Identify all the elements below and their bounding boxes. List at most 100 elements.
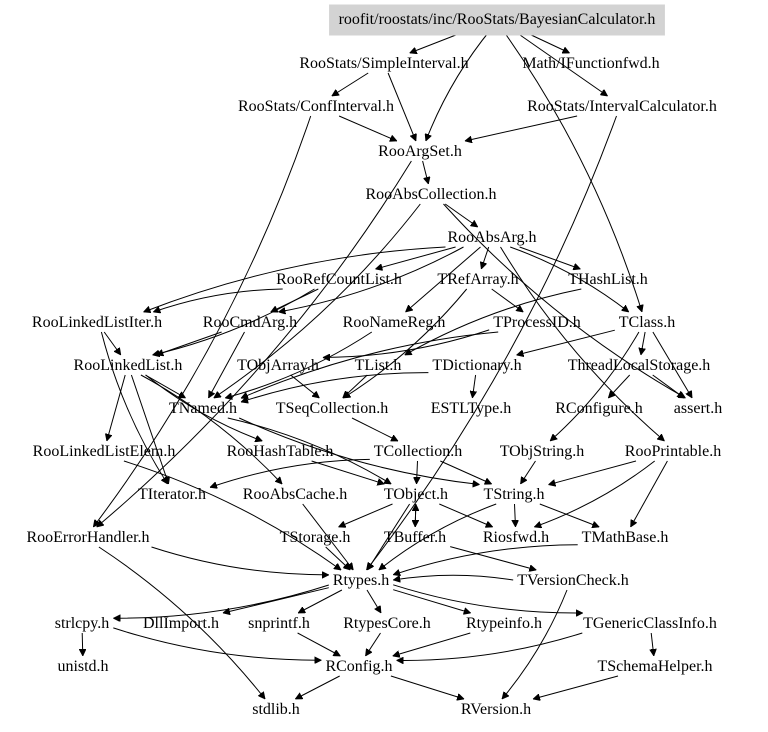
edge-IntervalCalculator-to-Rtypes [367,115,617,570]
edge-ConfInterval-to-RooArgSet [338,115,397,141]
node-IFunctionfwd[interactable]: Math/IFunctionfwd.h [522,55,659,72]
edge-RooAbsCollection-to-TNamed [214,203,421,398]
edge-TRefArray-to-TProcessID [491,288,524,312]
node-RVersion[interactable]: RVersion.h [461,701,531,718]
node-TObjArray[interactable]: TObjArray.h [237,357,319,374]
node-label: TString.h [484,486,545,503]
edge-Rtypes-to-RtypesCore [366,589,382,613]
node-TSeqCollection[interactable]: TSeqCollection.h [276,400,388,417]
node-snprintf[interactable]: snprintf.h [248,615,310,632]
node-TRefArray[interactable]: TRefArray.h [437,271,518,288]
node-label: DllImport.h [143,615,219,632]
node-label: Riosfwd.h [483,529,549,546]
edge-SimpleInterval-to-ConfInterval [332,72,369,97]
node-label: assert.h [674,400,722,417]
node-DllImport[interactable]: DllImport.h [143,615,219,632]
node-TCollection[interactable]: TCollection.h [374,443,462,460]
node-label: RooPrintable.h [625,443,721,460]
node-ESTLType[interactable]: ESTLType.h [431,400,512,417]
node-TNamed[interactable]: TNamed.h [169,400,237,417]
node-RooPrintable[interactable]: RooPrintable.h [625,443,721,460]
node-RtypesCore[interactable]: RtypesCore.h [343,615,431,632]
edge-TBuffer-to-TObject [415,504,416,528]
node-TClass[interactable]: TClass.h [619,314,675,331]
node-TObject[interactable]: TObject.h [384,486,448,503]
edge-RooAbsArg-to-THashList [519,246,581,269]
node-TSchemaHelper[interactable]: TSchemaHelper.h [597,658,712,675]
node-RooAbsArg[interactable]: RooAbsArg.h [447,229,536,246]
node-label: RooAbsCollection.h [365,186,496,203]
node-unistd[interactable]: unistd.h [57,658,108,675]
node-TGenericClassInfo[interactable]: TGenericClassInfo.h [583,615,717,632]
edge-RooLinkedList-to-RooLinkedListElem [107,374,126,441]
edge-TVersionCheck-to-Rtypes [393,574,514,580]
node-TStorage[interactable]: TStorage.h [280,529,351,546]
node-ConfInterval[interactable]: RooStats/ConfInterval.h [238,98,394,115]
node-label: TBuffer.h [384,529,446,546]
node-RooArgSet[interactable]: RooArgSet.h [378,143,462,160]
node-TVersionCheck[interactable]: TVersionCheck.h [517,572,629,589]
node-TString[interactable]: TString.h [484,486,545,503]
node-Riosfwd[interactable]: Riosfwd.h [483,529,549,546]
edge-TObject-to-Riosfwd [439,503,492,527]
node-assert[interactable]: assert.h [674,400,722,417]
edge-TCollection-to-TString [440,460,491,484]
edge-RooAbsArg-to-RooRefCountList [375,246,456,269]
node-RooErrorHandler[interactable]: RooErrorHandler.h [26,529,149,546]
edge-RooLinkedListElem-to-Rtypes [123,460,341,570]
node-label: TSeqCollection.h [276,400,388,417]
node-label: roofit/roostats/inc/RooStats/BayesianCal… [339,11,656,28]
node-Rtypes[interactable]: Rtypes.h [333,572,389,589]
node-strlcpy[interactable]: strlcpy.h [55,615,110,632]
node-RooHashTable[interactable]: RooHashTable.h [227,443,334,460]
node-TList[interactable]: TList.h [355,357,402,374]
node-label: RVersion.h [461,701,531,718]
node-RooRefCountList[interactable]: RooRefCountList.h [276,271,402,288]
node-stdlib[interactable]: stdlib.h [252,701,300,718]
edge-strlcpy-to-RConfig [113,627,321,660]
edge-TRefArray-to-TSeqCollection [343,288,468,399]
edge-TProcessID-to-TObjArray [323,329,490,358]
edge-Rtypes-to-TGenericClassInfo [393,584,583,613]
node-TProcessID[interactable]: TProcessID.h [493,314,581,331]
node-RooCmdArg[interactable]: RooCmdArg.h [203,314,297,331]
edge-Rtypeinfo-to-RConfig [393,632,471,656]
node-RConfigure[interactable]: RConfigure.h [555,400,643,417]
node-RooAbsCache[interactable]: RooAbsCache.h [243,486,347,503]
node-SimpleInterval[interactable]: RooStats/SimpleInterval.h [299,55,468,72]
node-label: RooCmdArg.h [203,314,297,331]
node-RooLinkedListIter[interactable]: RooLinkedListIter.h [32,314,162,331]
node-TBuffer[interactable]: TBuffer.h [384,529,446,546]
node-label: RooAbsArg.h [447,229,536,246]
node-RConfig[interactable]: RConfig.h [325,658,392,675]
edge-TDictionary-to-TNamed [241,372,429,402]
edge-TGenericClassInfo-to-TSchemaHelper [651,632,654,656]
node-root[interactable]: roofit/roostats/inc/RooStats/BayesianCal… [329,4,665,36]
edge-RooArgSet-to-RooErrorHandler [97,160,412,527]
node-label: unistd.h [57,658,108,675]
node-label: TMathBase.h [582,529,669,546]
node-RooLinkedList[interactable]: RooLinkedList.h [74,357,183,374]
edge-THashList-to-TList [405,288,582,356]
node-label: snprintf.h [248,615,310,632]
node-Rtypeinfo[interactable]: Rtypeinfo.h [466,615,542,632]
edge-RooAbsCache-to-Rtypes [302,503,354,570]
node-TIterator[interactable]: TIterator.h [138,486,206,503]
edge-TMathBase-to-Rtypes [393,544,578,575]
node-TMathBase[interactable]: TMathBase.h [582,529,669,546]
node-ThreadLocalStorage[interactable]: ThreadLocalStorage.h [568,357,711,374]
node-TObjString[interactable]: TObjString.h [500,443,585,460]
edge-TClass-to-assert [652,331,693,398]
node-RooNameReg[interactable]: RooNameReg.h [343,314,446,331]
node-label: RooNameReg.h [343,314,446,331]
edge-RooLinkedList-to-TIterator [130,374,168,484]
edge-RooLinkedList-to-TNamed [145,374,185,399]
node-RooAbsCollection[interactable]: RooAbsCollection.h [365,186,496,203]
node-THashList[interactable]: THashList.h [568,271,648,288]
node-TDictionary[interactable]: TDictionary.h [432,357,521,374]
node-IntervalCalculator[interactable]: RooStats/IntervalCalculator.h [527,98,717,115]
node-RooLinkedListElem[interactable]: RooLinkedListElem.h [33,443,176,460]
edge-IntervalCalculator-to-RooArgSet [465,115,578,141]
edge-ThreadLocalStorage-to-assert [652,374,685,398]
